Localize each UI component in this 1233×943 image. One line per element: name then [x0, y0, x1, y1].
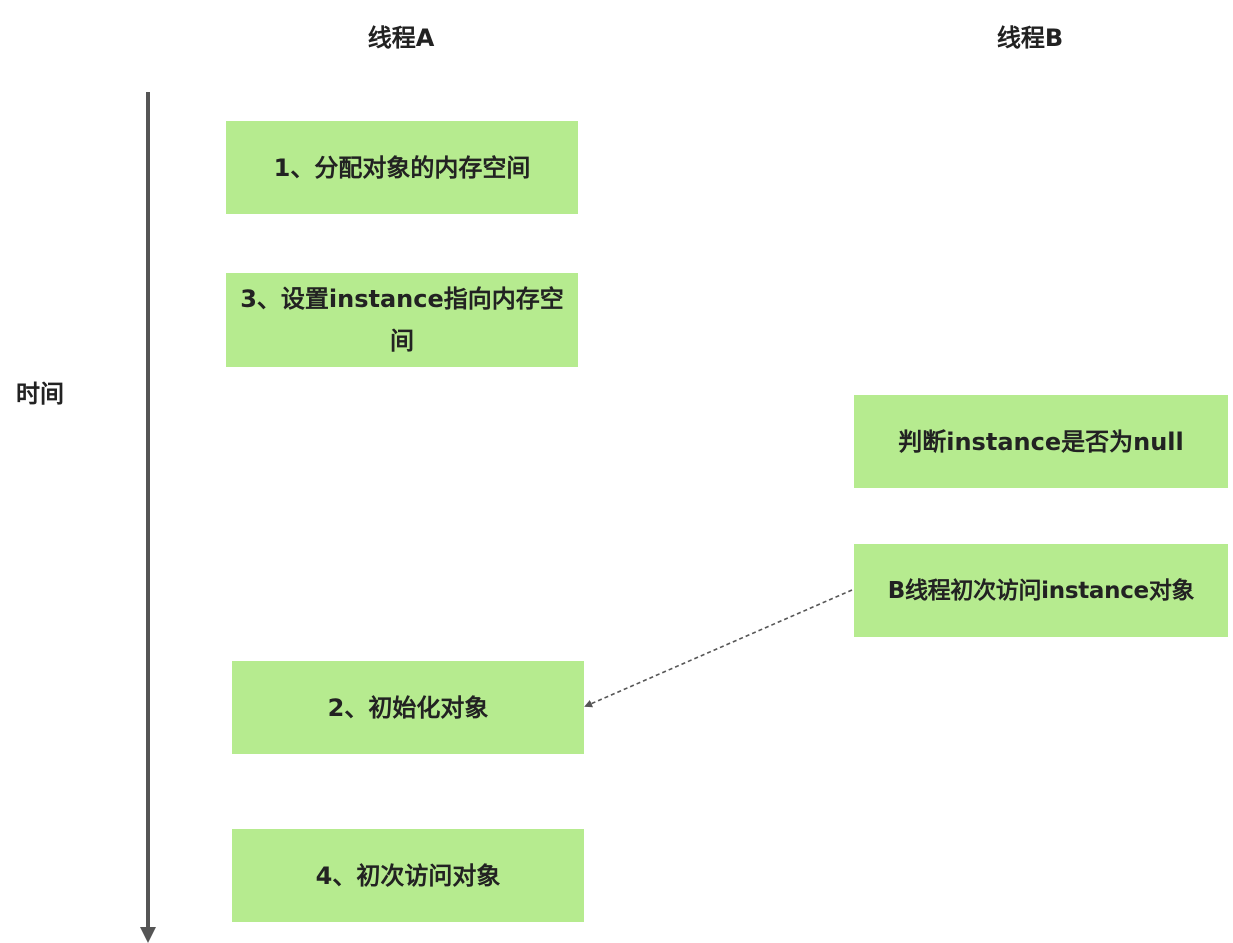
step-label: 3、设置instance指向内存空间: [240, 285, 564, 355]
step-label: 1、分配对象的内存空间: [273, 153, 531, 182]
step-box-allocate-memory: 1、分配对象的内存空间: [226, 121, 578, 214]
step-label: 判断instance是否为null: [898, 427, 1184, 456]
step-box-check-null: 判断instance是否为null: [854, 395, 1228, 488]
time-axis-arrowhead-icon: [140, 927, 156, 943]
time-axis-label: 时间: [16, 380, 64, 408]
thread-b-header: 线程B: [996, 24, 1064, 52]
step-label: B线程初次访问instance对象: [887, 577, 1195, 604]
step-label: 4、初次访问对象: [315, 861, 501, 890]
step-box-first-access: 4、初次访问对象: [232, 829, 584, 922]
step-box-set-instance-pointer: 3、设置instance指向内存空间: [226, 273, 578, 367]
thread-a-header: 线程A: [367, 24, 435, 52]
dashed-arrow-b-to-step-2: [584, 589, 853, 708]
step-label: 2、初始化对象: [327, 693, 489, 722]
step-box-initialize-object: 2、初始化对象: [232, 661, 584, 754]
step-box-thread-b-access: B线程初次访问instance对象: [854, 544, 1228, 637]
